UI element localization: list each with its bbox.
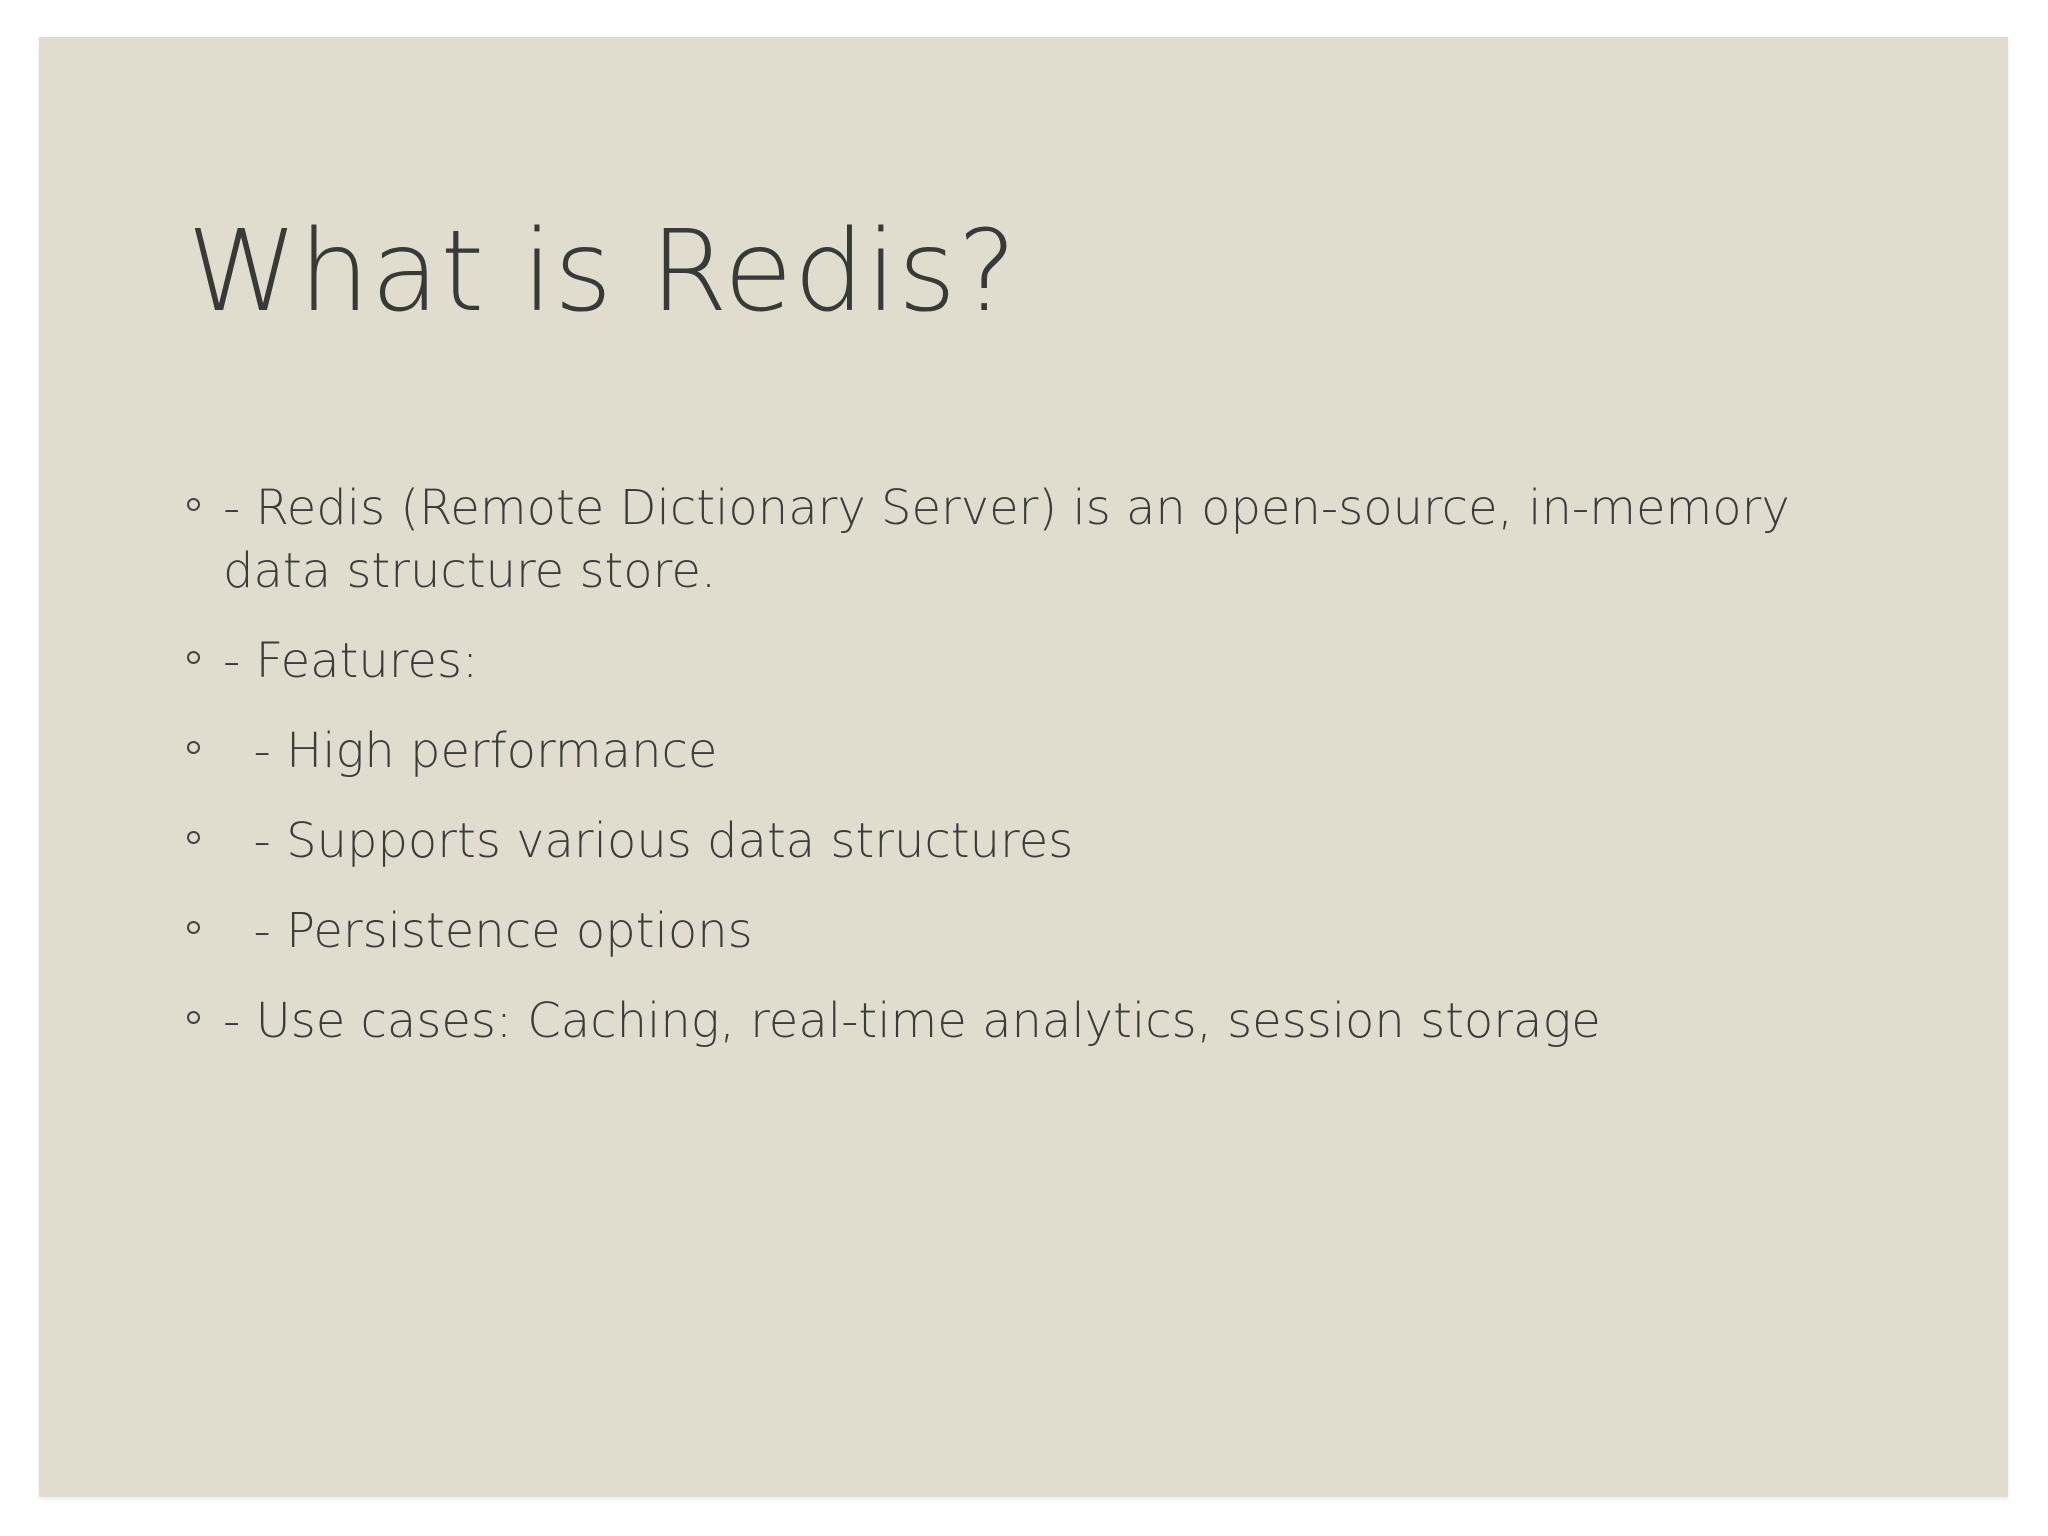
bullet-text: - Use cases: Caching, real-time analytic…	[223, 993, 1601, 1049]
list-item: - Redis (Remote Dictionary Server) is an…	[187, 477, 1907, 603]
list-item: - High performance	[187, 720, 1907, 783]
bullet-list: - Redis (Remote Dictionary Server) is an…	[187, 477, 1907, 1080]
bullet-circle-icon	[187, 651, 200, 664]
list-item: - Persistence options	[187, 900, 1907, 963]
bullet-circle-icon	[187, 921, 200, 934]
bullet-circle-icon	[187, 831, 200, 844]
list-item: - Features:	[187, 630, 1907, 693]
slide-title: What is Redis?	[187, 207, 1018, 337]
bullet-text: - High performance	[223, 723, 718, 779]
slide-canvas: What is Redis? - Redis (Remote Dictionar…	[39, 37, 2008, 1497]
list-item: - Use cases: Caching, real-time analytic…	[187, 990, 1907, 1053]
bullet-text: - Redis (Remote Dictionary Server) is an…	[223, 480, 1790, 599]
bullet-circle-icon	[187, 1011, 200, 1024]
bullet-text: - Supports various data structures	[223, 813, 1074, 869]
list-item: - Supports various data structures	[187, 810, 1907, 873]
bullet-circle-icon	[187, 741, 200, 754]
bullet-circle-icon	[187, 498, 200, 511]
bullet-text: - Features:	[223, 633, 479, 689]
bullet-text: - Persistence options	[223, 903, 753, 959]
